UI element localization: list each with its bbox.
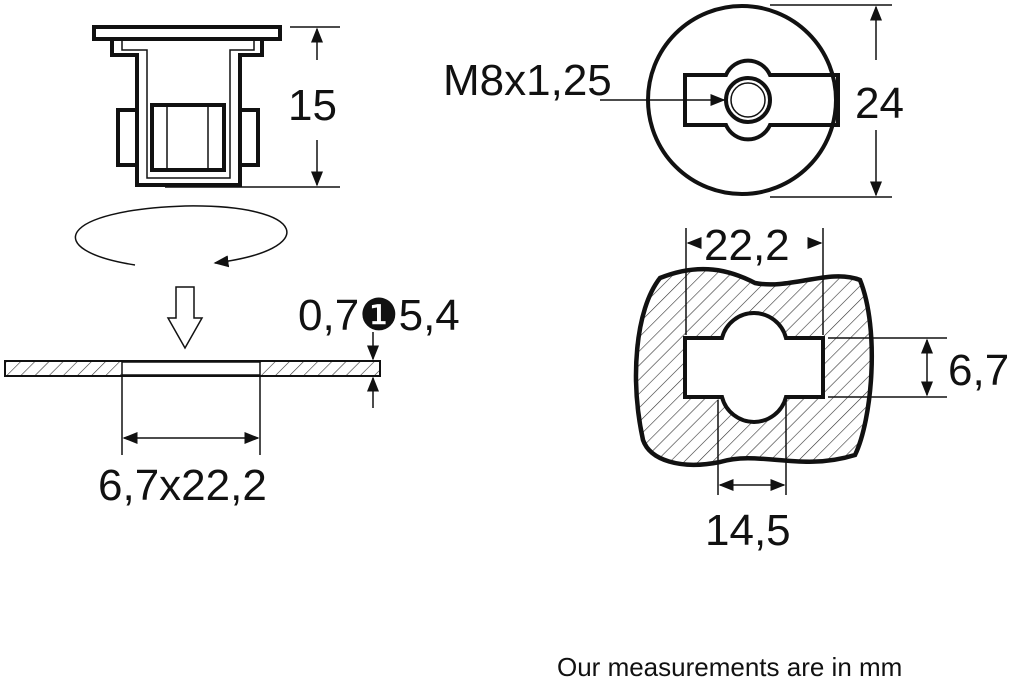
center-width-label: 14,5 bbox=[705, 506, 791, 555]
fitting-top-view: M8x1,25 24 bbox=[443, 4, 904, 198]
fitting-side-view bbox=[92, 25, 282, 187]
thread-label: M8x1,25 bbox=[443, 56, 612, 105]
slot-height-label: 6,7 bbox=[948, 346, 1009, 395]
units-note: Our measurements are in mm bbox=[557, 652, 902, 680]
insert-down-arrow-icon bbox=[166, 286, 204, 350]
height-label: 15 bbox=[288, 81, 337, 130]
slot-width-label: 22,2 bbox=[704, 221, 790, 270]
hole-size-label: 6,7x22,2 bbox=[98, 461, 267, 510]
rotate-arrow-icon bbox=[74, 205, 288, 268]
height-dimension: 15 bbox=[165, 26, 340, 188]
diameter-label: 24 bbox=[855, 79, 904, 128]
cutout-section: 22,2 6,7 14,5 bbox=[633, 221, 1009, 555]
thickness-label: 0,7❶5,4 bbox=[298, 291, 460, 340]
mounting-plate: 6,7x22,2 0,7❶5,4 bbox=[4, 291, 460, 510]
